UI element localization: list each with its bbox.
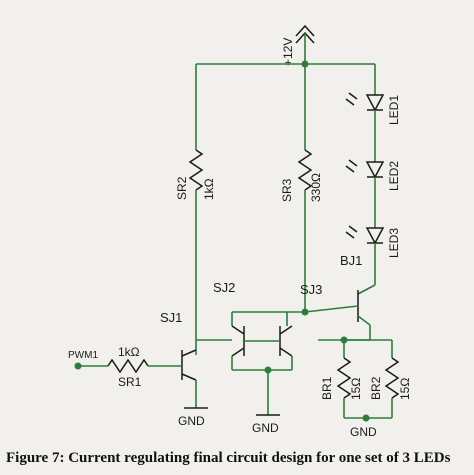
pwm-label: PWM1: [68, 350, 98, 361]
sr3-value: 330Ω: [309, 173, 323, 202]
sr2-ref: SR2: [175, 176, 189, 200]
gnd-label-2: GND: [252, 421, 279, 435]
led2-label: LED2: [387, 161, 401, 191]
resistor-sr1: [107, 358, 149, 374]
sj2-label: SJ2: [213, 280, 235, 295]
supply-label: +12V: [281, 38, 295, 66]
transistor-sj3: [279, 325, 293, 357]
sr1-value: 1kΩ: [118, 345, 140, 359]
gnd-label-3: GND: [350, 425, 377, 439]
resistor-br2: [384, 357, 400, 399]
resistor-sr3: [297, 149, 313, 191]
br2-value: 15Ω: [398, 378, 412, 400]
led1-label: LED1: [387, 95, 401, 125]
led-1: [345, 92, 385, 112]
circuit-schematic: +12V SR2 1kΩ SR3 330Ω LED1 LED2 LED3 BJ1…: [68, 24, 412, 439]
led3-label: LED3: [387, 228, 401, 258]
gnd-label-1: GND: [178, 414, 205, 428]
sr2-value: 1kΩ: [202, 178, 216, 200]
sr1-ref: SR1: [118, 375, 142, 389]
br2-ref: BR2: [369, 376, 383, 400]
sj3-label: SJ3: [300, 282, 322, 297]
transistor-sj1: [181, 349, 197, 381]
bj1-label: BJ1: [340, 253, 362, 268]
sr3-ref: SR3: [280, 178, 294, 202]
br1-ref: BR1: [320, 376, 334, 400]
resistor-sr2: [188, 149, 204, 191]
supply-arrow-icon: [295, 24, 315, 64]
br1-value: 15Ω: [349, 378, 363, 400]
sj3-junction: [301, 308, 309, 316]
sense-ground-junction: [362, 414, 370, 422]
resistor-br1: [336, 357, 352, 399]
transistor-sj2: [231, 325, 245, 357]
led-3: [345, 225, 385, 245]
figure-caption: Figure 7: Current regulating final circu…: [6, 450, 451, 466]
led-2: [345, 159, 385, 179]
sj1-label: SJ1: [160, 310, 182, 325]
